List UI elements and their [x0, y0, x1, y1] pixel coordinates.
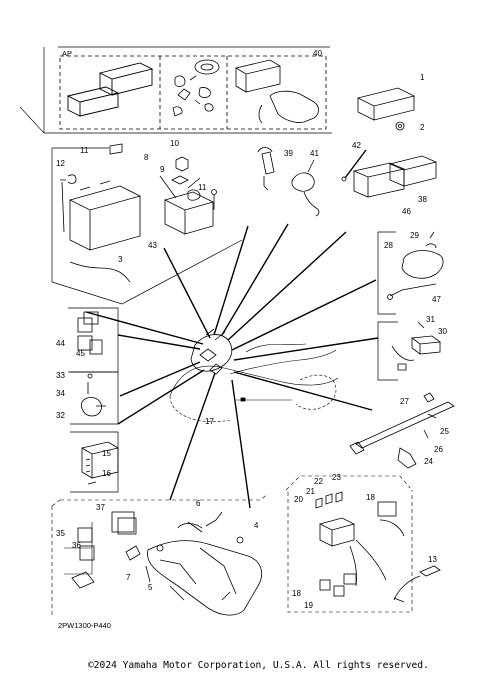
callout-7: 7 [126, 573, 131, 582]
callout-28: 28 [384, 241, 393, 250]
callout-42: 42 [352, 141, 361, 150]
callout-41: 41 [310, 149, 319, 158]
callout-33: 33 [56, 371, 65, 380]
fuse-box-group [159, 156, 217, 235]
callout-24: 24 [424, 457, 433, 466]
callout-1: 1 [420, 73, 425, 82]
callout-4: 4 [254, 521, 259, 530]
callout-22: 22 [314, 477, 323, 486]
callout-5: 5 [148, 583, 153, 592]
callout-19: 19 [304, 601, 313, 610]
bottom-right-harness [285, 475, 441, 613]
callout-9: 9 [160, 165, 165, 174]
callout-10: 10 [170, 139, 179, 148]
bottom-left-assembly [51, 493, 269, 616]
diagram-code: 2PW1300-P440 [58, 621, 111, 630]
callout-11: 11 [80, 146, 89, 155]
callout-2: 2 [420, 123, 425, 132]
callout-21: 21 [306, 487, 315, 496]
callout-25: 25 [440, 427, 449, 436]
callout-15: 15 [102, 449, 111, 458]
callout-47: 47 [432, 295, 441, 304]
callout-12: 12 [56, 159, 65, 168]
main-harness [85, 223, 379, 509]
callout-13: 13 [428, 555, 437, 564]
callout-20: 20 [294, 495, 303, 504]
right-column-parts [349, 231, 455, 469]
callout-8: 8 [144, 153, 149, 162]
callout-29: 29 [410, 231, 419, 240]
callout-31: 31 [426, 315, 435, 324]
callout-40: 40 [313, 49, 322, 58]
callout-34: 34 [56, 389, 65, 398]
callout-43: 43 [148, 241, 157, 250]
callouts: AP 2PW1300-P440 40 1 2 42 38 46 39 41 12… [56, 49, 449, 630]
callout-18: 18 [366, 493, 375, 502]
sensor-group-39-41 [257, 147, 320, 217]
callout-26: 26 [434, 445, 443, 454]
ap-label: AP [62, 49, 72, 58]
left-column-parts [68, 307, 120, 493]
callout-11b: 11 [198, 183, 207, 192]
callout-30: 30 [438, 327, 447, 336]
callout-16: 16 [102, 469, 111, 478]
callout-38: 38 [418, 195, 427, 204]
callout-39: 39 [284, 149, 293, 158]
callout-3: 3 [118, 255, 123, 264]
battery-group [51, 143, 243, 305]
callout-6: 6 [196, 499, 201, 508]
callout-18b: 18 [292, 589, 301, 598]
callout-37: 37 [96, 503, 105, 512]
callout-27: 27 [400, 397, 409, 406]
callout-35: 35 [56, 529, 65, 538]
callout-17: 17 [205, 417, 214, 426]
ap-kit-panel [19, 46, 332, 134]
copyright-notice: ©2024 Yamaha Motor Corporation, U.S.A. A… [88, 660, 429, 671]
callout-45: 45 [76, 349, 85, 358]
callout-32: 32 [56, 411, 65, 420]
callout-36: 36 [72, 541, 81, 550]
callout-44: 44 [56, 339, 65, 348]
callout-46: 46 [402, 207, 411, 216]
ecu-module-group [341, 87, 438, 198]
callout-23: 23 [332, 473, 341, 482]
